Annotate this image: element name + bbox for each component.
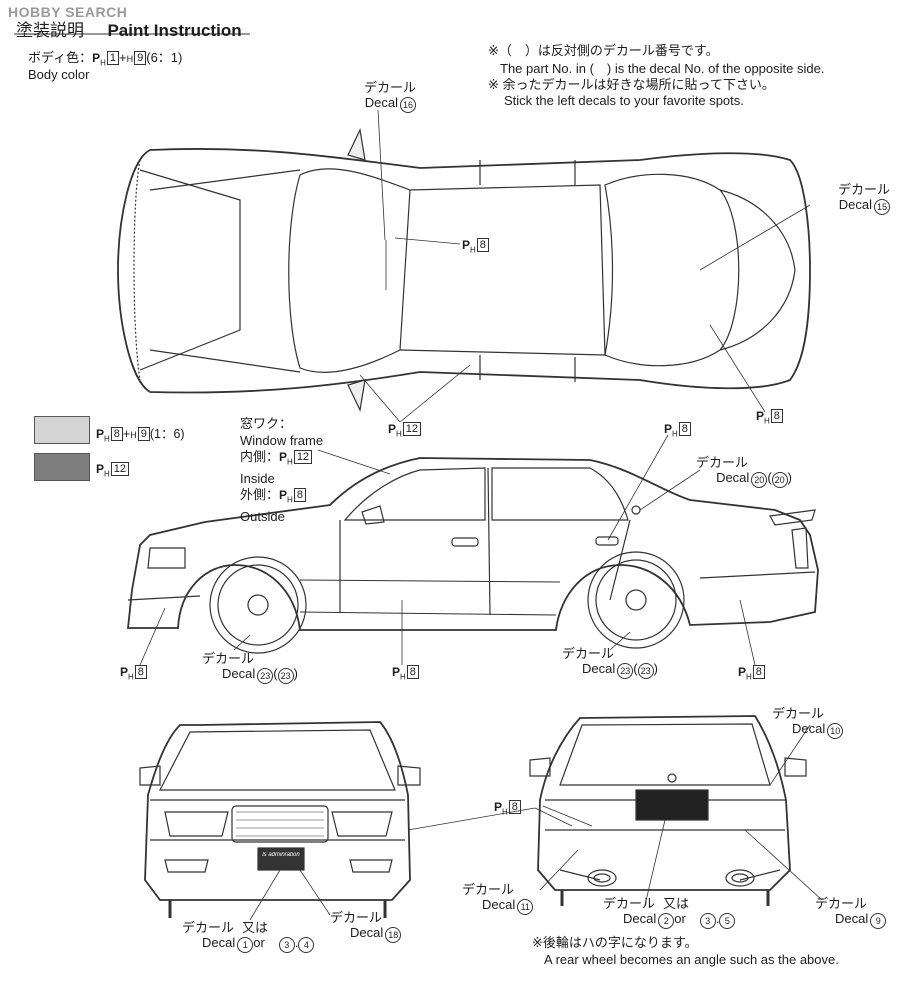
note-1-jp: ※（ ）は反対側のデカール番号です。 [488, 43, 719, 58]
rear-view-car [529, 715, 807, 906]
front-view-car [139, 721, 421, 918]
body-color-jp: ボディ色： [28, 50, 93, 65]
front-plate-text: ls adminration [262, 852, 300, 858]
note-1-en: The part No. in ( ) is the decal No. of … [500, 61, 825, 76]
title-jp: 塗装説明 [16, 21, 84, 40]
ph-mark: PH [92, 51, 106, 68]
watermark: HOBBY SEARCH [8, 4, 128, 20]
swatch-light [34, 416, 90, 444]
body-color-code2: 9 [134, 51, 147, 65]
swatch-dark [34, 453, 90, 481]
side-view-car [127, 457, 819, 654]
body-color-en: Body color [28, 67, 90, 82]
top-view-car [117, 128, 811, 412]
page-title: 塗装説明 Paint Instruction [16, 16, 242, 41]
note-3-jp: ※後輪はハの字になります。 [532, 935, 698, 950]
title-en: Paint Instruction [107, 21, 242, 40]
note-2-en: Stick the left decals to your favorite s… [504, 93, 744, 108]
body-color-code: 1 [106, 51, 120, 65]
body-color-ratio: (6：1) [146, 50, 183, 65]
note-3-en: A rear wheel becomes an angle such as th… [544, 952, 839, 967]
note-2-jp: ※ 余ったデカールは好きな場所に貼って下さい。 [488, 77, 775, 92]
